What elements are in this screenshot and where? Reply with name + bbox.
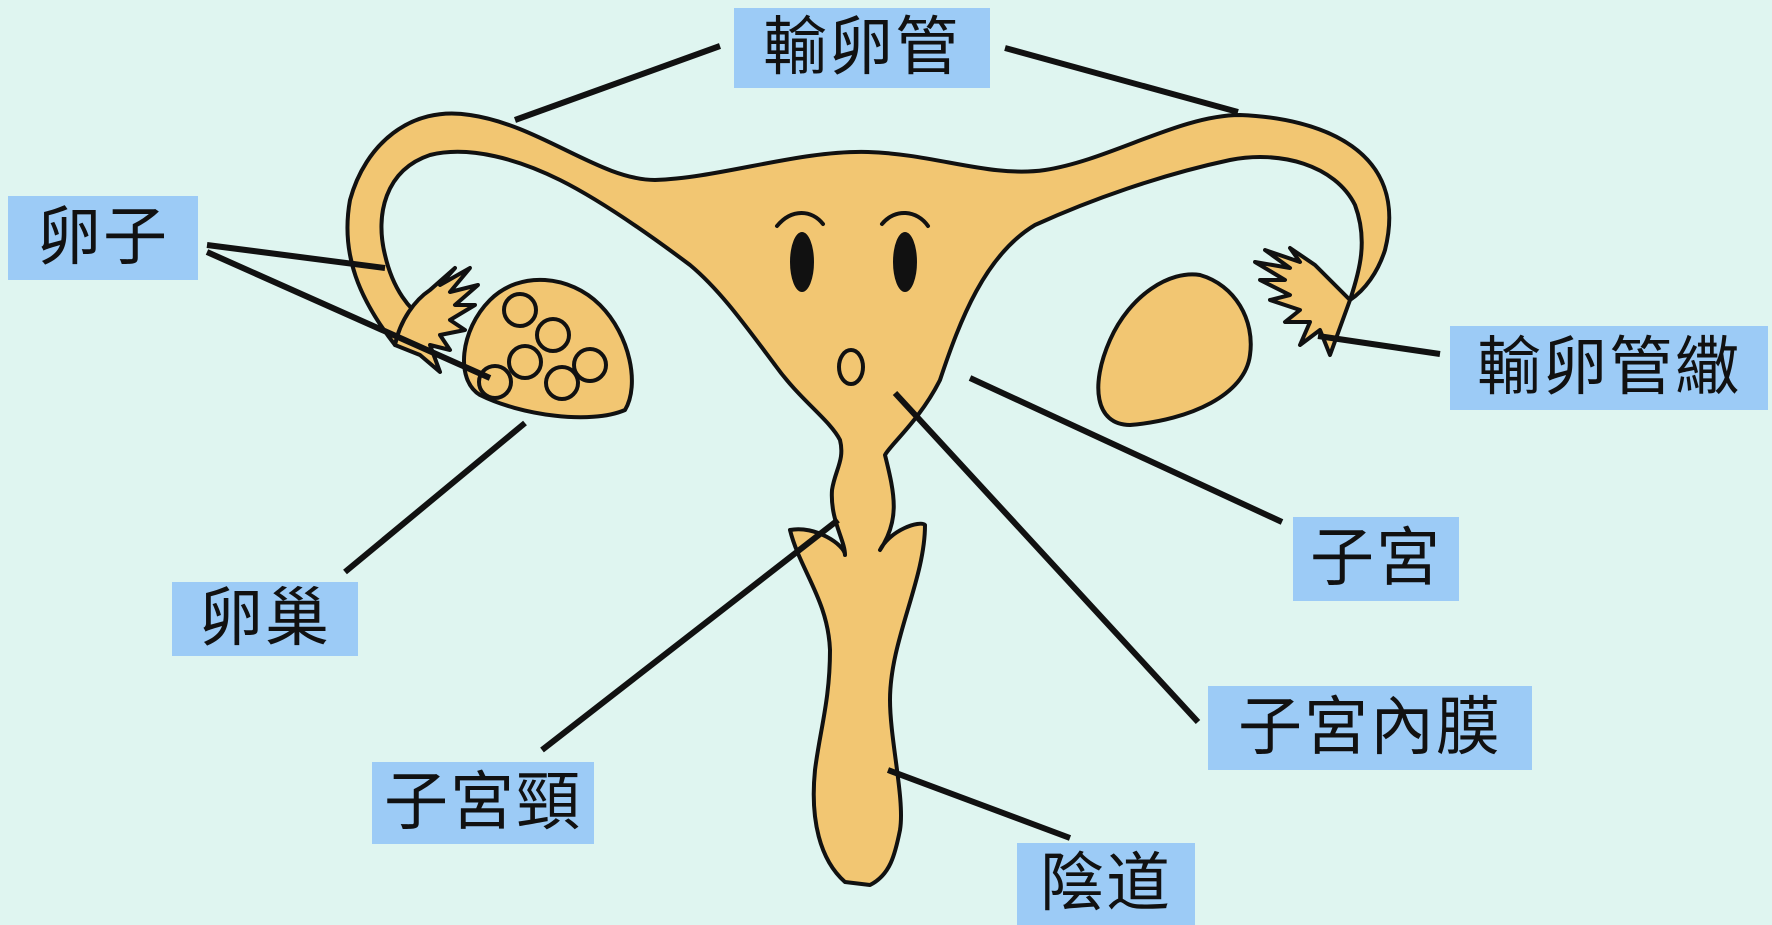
label-vagina: 陰道 (1017, 843, 1195, 925)
leader-fimbriae (1318, 336, 1440, 354)
leader-cervix (542, 520, 838, 750)
egg-circle (504, 294, 536, 326)
leader-vagina (888, 770, 1070, 838)
label-uterus: 子宮 (1293, 517, 1459, 601)
egg-circle (479, 366, 511, 398)
leader-ovary (345, 423, 525, 572)
right-ovary (1098, 274, 1250, 425)
label-endometrium: 子宮內膜 (1208, 686, 1532, 770)
egg-circle (509, 346, 541, 378)
label-ovary: 卵巢 (172, 582, 358, 656)
label-fallopian-tube: 輸卵管 (734, 8, 990, 88)
label-egg: 卵子 (8, 196, 198, 280)
leader-endometrium (895, 393, 1198, 722)
label-fimbriae: 輸卵管繖 (1450, 326, 1768, 410)
egg-circle (537, 319, 569, 351)
egg-circle (574, 349, 606, 381)
leader-fallopian-left (515, 46, 720, 120)
label-cervix: 子宮頸 (372, 762, 594, 844)
egg-circle (546, 367, 578, 399)
leader-fallopian-right (1005, 48, 1238, 112)
